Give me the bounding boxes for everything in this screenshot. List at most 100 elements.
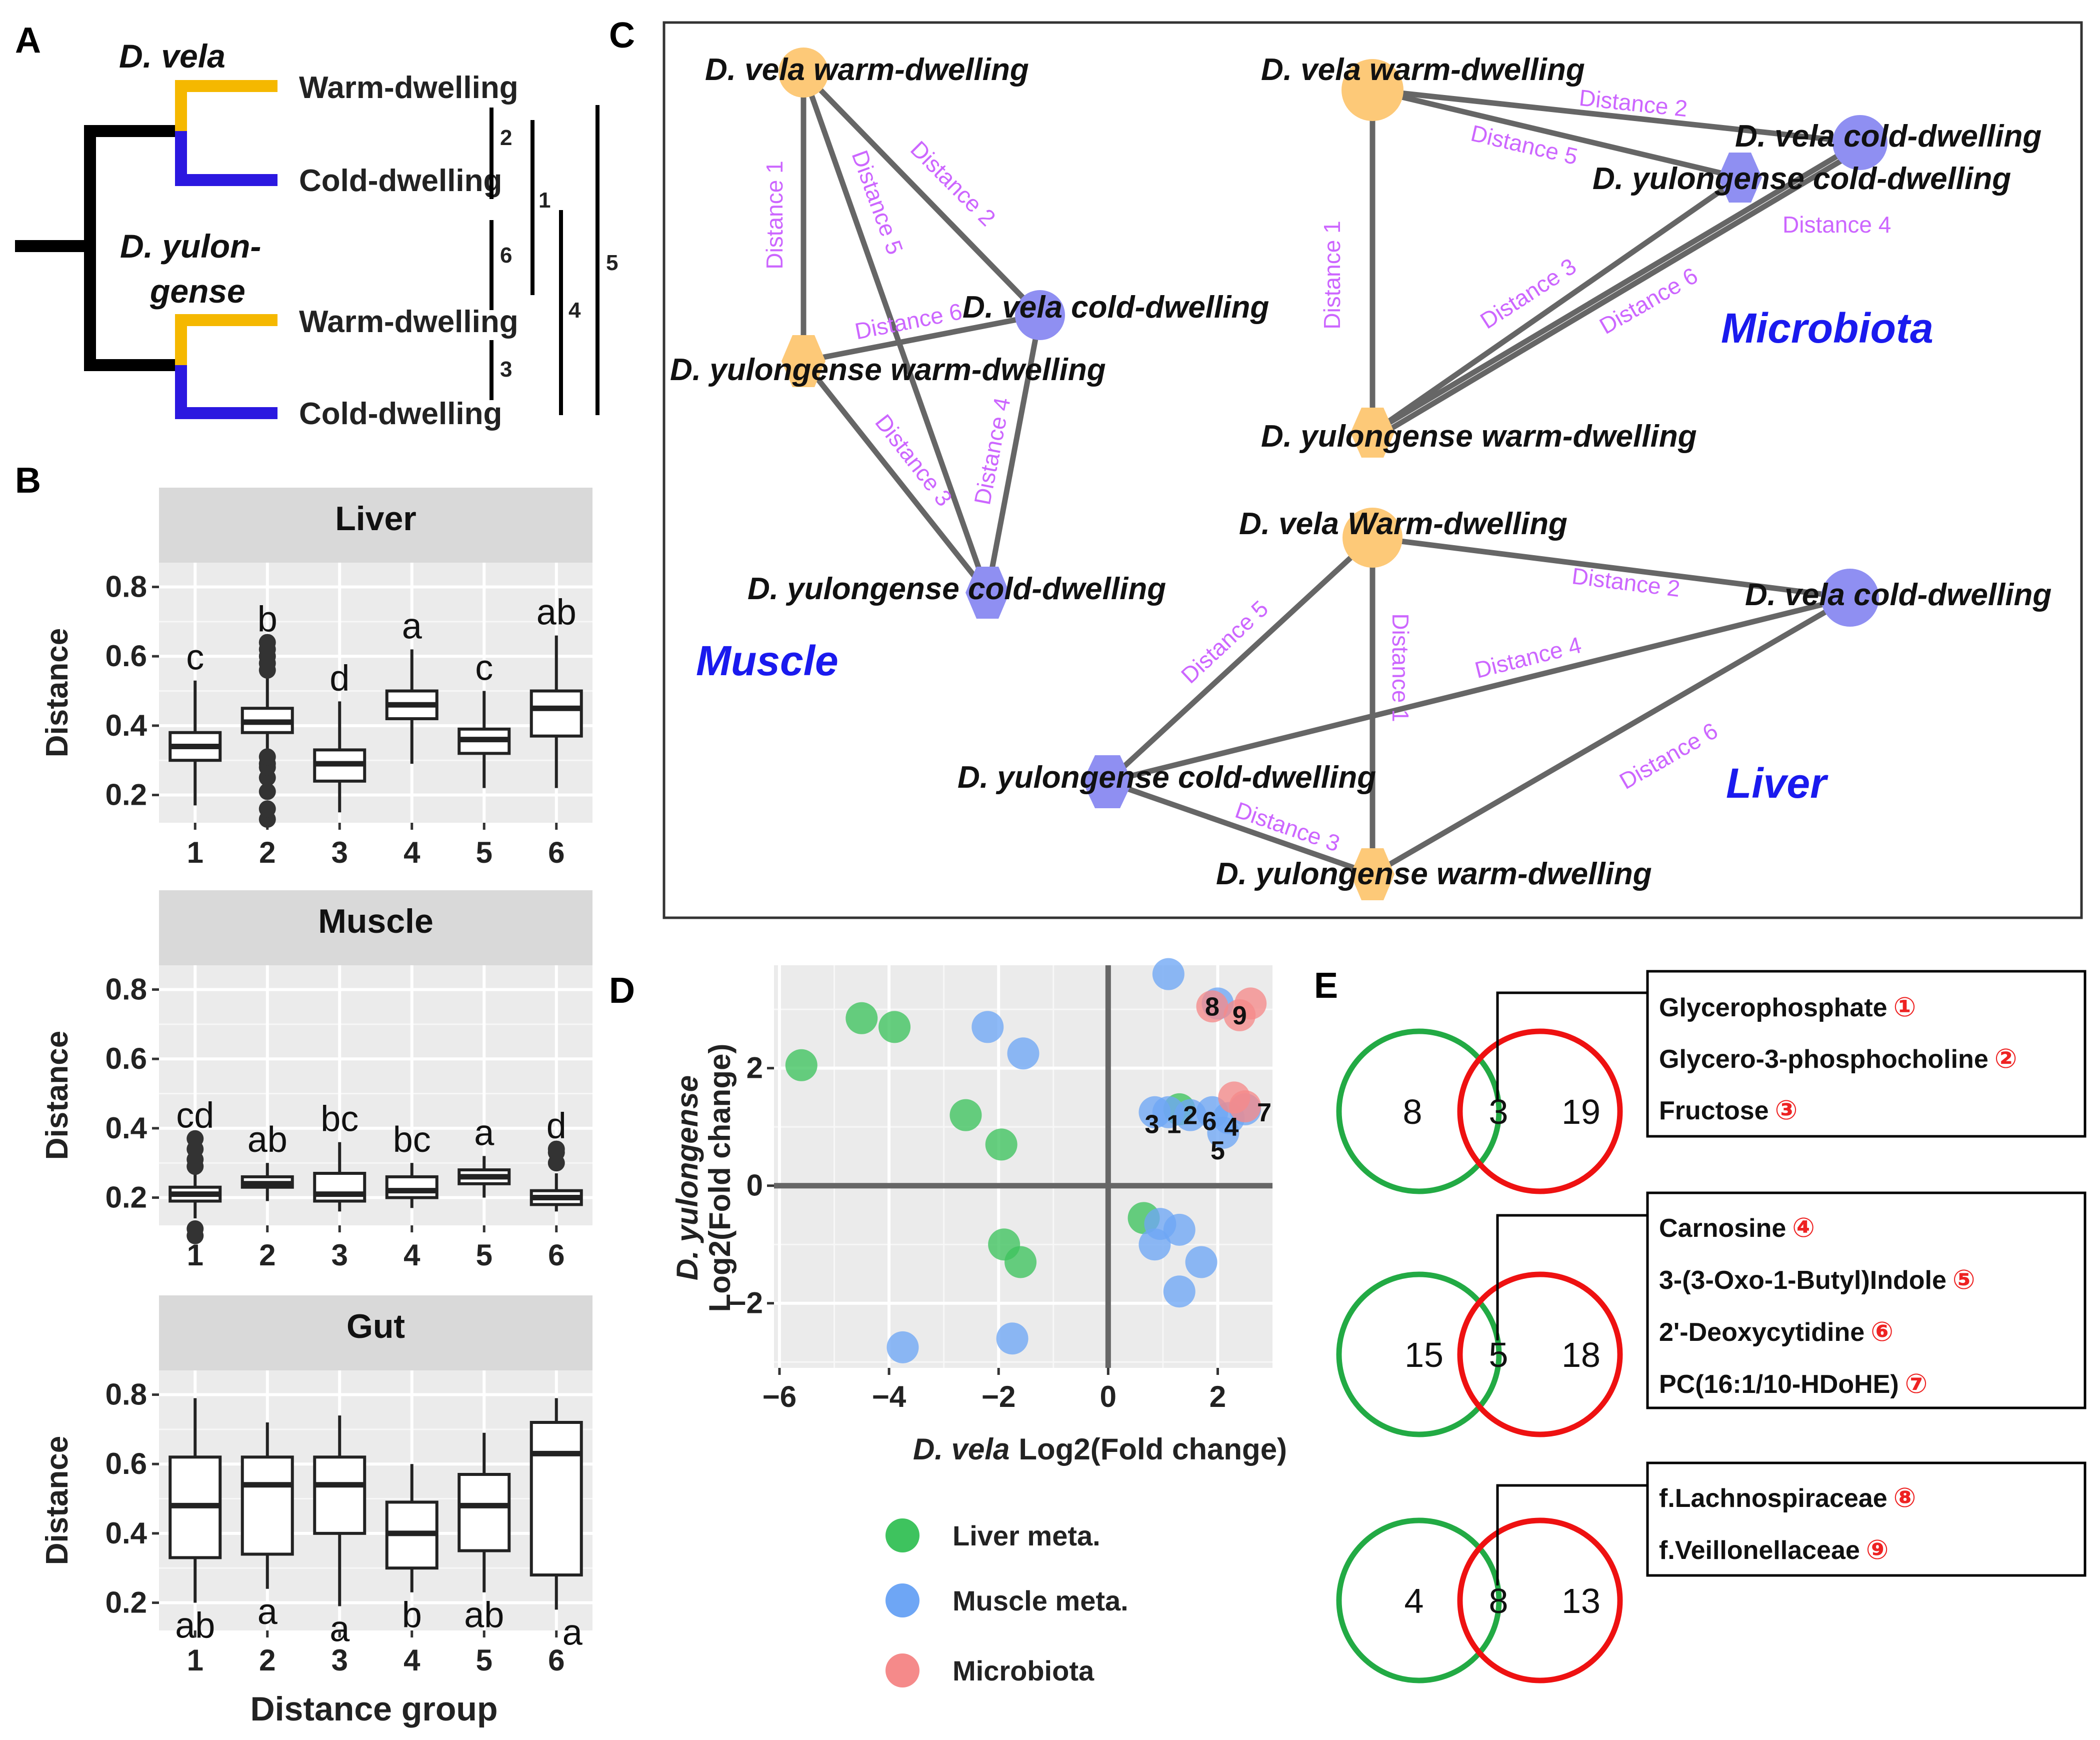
x-tick-label: −4 [872, 1380, 906, 1413]
node-cold [1015, 290, 1065, 340]
venn-item-box [1646, 970, 2086, 1138]
significance-letter: bc [320, 1099, 358, 1139]
significance-letter: ab [175, 1606, 215, 1646]
facet-strip [159, 1295, 592, 1370]
venn-item-mark: ① [1894, 991, 1916, 1023]
tree-root-branches [15, 125, 181, 371]
x-axis-title-b: Distance group [250, 1690, 498, 1728]
branch-yulon-cold [175, 365, 278, 419]
outlier-point [548, 1140, 565, 1158]
significance-letter: cd [176, 1096, 214, 1136]
panel-label-a: A [15, 21, 41, 61]
venn-count: 8 [1403, 1092, 1422, 1131]
y-axis-title: Distance [40, 628, 74, 757]
y-axis-species: D. yulongense [670, 1075, 704, 1280]
significance-letter: ab [464, 1595, 504, 1635]
scatter-point [985, 1128, 1018, 1161]
node-label: D. yulongense warm-dwelling [1261, 419, 1697, 454]
scatter-point [1004, 1246, 1037, 1278]
venn-count: 19 [1562, 1092, 1600, 1131]
x-tick-label: −6 [762, 1380, 796, 1413]
y-tick-label: 0.6 [106, 1042, 147, 1075]
species-yulon-2: gense [150, 273, 246, 310]
venn-item-name: Carnosine [1659, 1214, 1786, 1243]
box [530, 1421, 583, 1577]
venn-item-mark: ⑦ [1905, 1368, 1928, 1399]
y-tick-label: 0.2 [106, 1181, 147, 1214]
significance-letter: c [475, 648, 493, 688]
x-axis-quantity: Log2(Fold change) [1018, 1432, 1287, 1466]
legend-swatch-microbiota [886, 1653, 920, 1687]
network-edges [1370, 87, 1862, 442]
outlier-point [258, 800, 276, 818]
x-tick-label: 2 [259, 1643, 276, 1677]
plot-area [159, 563, 592, 823]
significance-letter: c [186, 638, 204, 678]
venn-item-name: Glycero-3-phosphocholine [1659, 1045, 1988, 1074]
node-warm-hex [782, 335, 826, 387]
outlier-point [258, 783, 276, 800]
box [240, 1455, 294, 1556]
leaf-label: Warm-dwelling [299, 305, 518, 339]
x-tick-label: 5 [476, 1238, 492, 1272]
y-tick-label: 0.6 [106, 1447, 147, 1480]
tissue-label-microbiota: Microbiota [1721, 305, 1934, 352]
significance-letter: bc [393, 1120, 431, 1160]
venn-connector [1496, 1214, 1648, 1340]
node-label: D. yulongense cold-dwelling [1592, 162, 2011, 196]
scatter-point [1185, 1246, 1218, 1278]
x-tick-label: 5 [476, 836, 492, 869]
x-tick-label: 3 [332, 1643, 348, 1677]
x-tick-label: 0 [1100, 1380, 1116, 1413]
venn-item-mark: ③ [1775, 1094, 1798, 1126]
point-label: 7 [1257, 1098, 1272, 1127]
branch-vela-warm [175, 80, 278, 131]
panel-label-e: E [1314, 966, 1338, 1006]
bracket-label: 1 [538, 188, 550, 213]
significance-letter: a [258, 1592, 278, 1632]
panel-label-c: C [609, 16, 635, 56]
distance-brackets [490, 105, 600, 415]
bracket-label: 4 [568, 298, 581, 323]
bracket-label: 6 [500, 243, 512, 268]
leaf-label: Cold-dwelling [299, 164, 502, 198]
node-label: D. vela cold-dwelling [1745, 578, 2052, 612]
facet-title: Gut [346, 1307, 405, 1345]
facet-strip [159, 488, 592, 563]
y-tick-label: 0.8 [106, 973, 147, 1006]
branch-yulon-warm [175, 314, 278, 365]
tissue-label-muscle: Muscle [696, 637, 838, 684]
x-tick-label: 3 [332, 1238, 348, 1272]
scatter-point [950, 1099, 982, 1131]
x-tick-label: 1 [187, 836, 204, 869]
significance-letter: a [474, 1113, 494, 1153]
y-axis-title: Distance [40, 1436, 74, 1565]
x-tick-label: 5 [476, 1643, 492, 1677]
box [313, 1172, 366, 1203]
venn-item-box [1646, 1191, 2086, 1409]
point-label: 9 [1232, 1001, 1247, 1030]
venn-item-mark: ⑨ [1866, 1534, 1889, 1565]
venn-count: 15 [1404, 1335, 1444, 1374]
significance-letter: d [546, 1106, 566, 1146]
venn-item-name: f.Lachnospiraceae [1659, 1484, 1888, 1513]
venn-item-name: Glycerophosphate [1659, 993, 1888, 1022]
point-label: 8 [1205, 992, 1220, 1021]
panel-label-b: B [15, 461, 41, 501]
node-label: D. vela Warm-dwelling [1239, 507, 1568, 541]
scatter-point [1152, 958, 1184, 990]
significance-letter: ab [536, 593, 576, 633]
node-label: D. vela warm-dwelling [1261, 53, 1585, 87]
edge-label: Distance 1 [762, 161, 788, 269]
node-cold-hex [1718, 153, 1762, 203]
network-edges [1106, 535, 1852, 877]
y-tick-label: 0.6 [106, 639, 147, 673]
legend-label: Microbiota [952, 1655, 1094, 1686]
